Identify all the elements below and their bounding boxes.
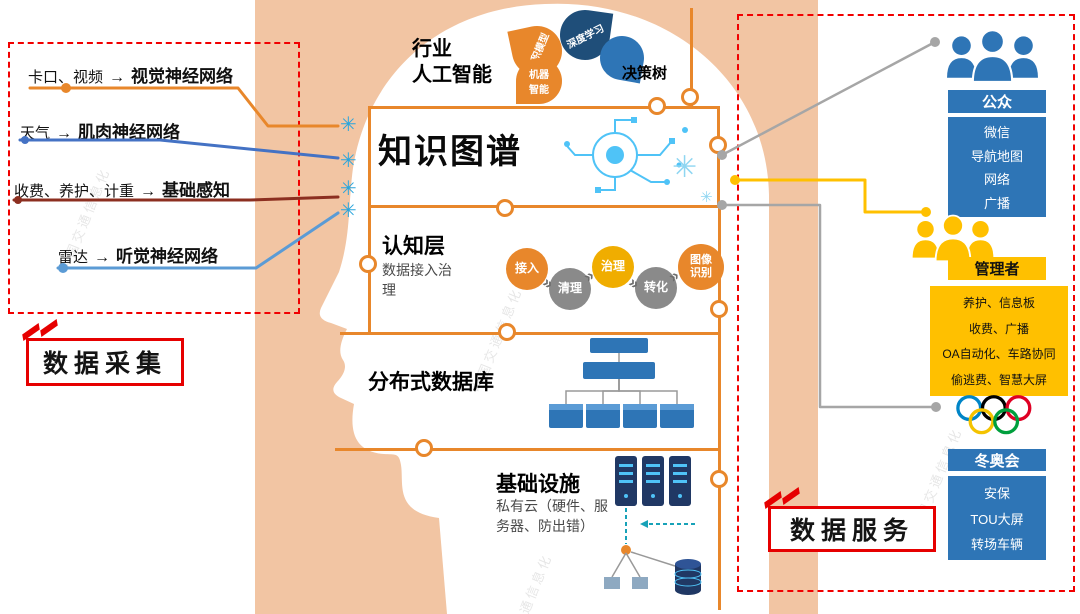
neuron-icon: ✳ bbox=[340, 114, 357, 136]
infrastructure-subtitle: 私有云（硬件、服务器、防出错） bbox=[496, 498, 608, 535]
public-title: 公众 bbox=[981, 94, 1012, 111]
public-item-list: 微信 导航地图 网络 广播 bbox=[948, 117, 1046, 217]
list-item: 养护、信息板 bbox=[962, 296, 1035, 311]
node-label: 清理 bbox=[557, 281, 582, 296]
cognitive-node-image-recognition: 图像识别 bbox=[678, 244, 724, 290]
cognitive-node-govern: 治理 bbox=[592, 246, 634, 288]
stamp-slash-icon bbox=[22, 323, 40, 341]
feed-source-label: 雷达 bbox=[58, 249, 89, 266]
puzzle-knob bbox=[710, 300, 728, 318]
data-collection-frame bbox=[8, 42, 300, 314]
puzzle-knob bbox=[710, 470, 728, 488]
arrow-icon: → bbox=[94, 249, 111, 266]
people-icon-blue bbox=[947, 29, 1038, 83]
list-item: 转场车辆 bbox=[970, 537, 1023, 553]
petal-label: 机器智能 bbox=[529, 70, 549, 96]
puzzle-knob bbox=[498, 323, 516, 341]
list-item: 微信 bbox=[983, 124, 1010, 140]
database-diagram bbox=[549, 338, 694, 428]
public-group-header: 公众 bbox=[948, 90, 1046, 113]
list-item: 广播 bbox=[983, 196, 1010, 212]
puzzle-line bbox=[718, 208, 721, 610]
neuron-icon: ✳ bbox=[672, 151, 698, 184]
puzzle-knob bbox=[359, 255, 377, 273]
puzzle-line bbox=[690, 8, 693, 106]
list-item: OA自动化、车路协同 bbox=[942, 347, 1056, 362]
node-label: 治理 bbox=[600, 259, 625, 274]
feed-source-label: 卡口、视频 bbox=[28, 69, 104, 86]
data-collection-stamp: 数据采集 bbox=[22, 319, 184, 386]
infrastructure-title: 基础设施 bbox=[496, 473, 580, 496]
circuit-graphic bbox=[564, 117, 688, 193]
feed-row-toll: 收费、养护、计重 → 基础感知 bbox=[14, 176, 230, 201]
arrow-icon: → bbox=[56, 125, 73, 142]
puzzle-line bbox=[340, 332, 720, 335]
arrow-icon: → bbox=[140, 183, 157, 200]
managers-group-header: 管理者 bbox=[948, 257, 1046, 280]
node-label: 图像识别 bbox=[690, 254, 712, 279]
knowledge-graph-title: 知识图谱 bbox=[378, 133, 522, 171]
neuron-icon: ✳ bbox=[700, 189, 713, 206]
neuron-icon: ✳ bbox=[340, 150, 357, 172]
ai-title-line1: 行业 bbox=[412, 38, 452, 60]
cognitive-layer-title: 认知层 bbox=[382, 235, 445, 258]
data-service-stamp: 数据服务 bbox=[764, 487, 936, 552]
feed-target-label: 听觉神经网络 bbox=[116, 247, 219, 266]
list-item: 网络 bbox=[983, 172, 1010, 188]
data-collection-label: 数据采集 bbox=[42, 351, 167, 378]
puzzle-knob bbox=[415, 439, 433, 457]
feed-target-label: 肌肉神经网络 bbox=[78, 123, 181, 142]
list-item: 收费、广播 bbox=[968, 321, 1029, 336]
managers-title: 管理者 bbox=[974, 261, 1020, 278]
feed-row-radar: 雷达 → 听觉神经网络 bbox=[58, 242, 218, 267]
feed-row-camera: 卡口、视频 → 视觉神经网络 bbox=[28, 62, 233, 87]
olympics-title: 冬奥会 bbox=[974, 452, 1020, 470]
stamp-slash-icon bbox=[40, 319, 58, 337]
data-service-label: 数据服务 bbox=[789, 518, 914, 545]
cognitive-node-clean: 清理 bbox=[549, 268, 591, 310]
puzzle-line bbox=[335, 448, 720, 451]
feed-source-label: 收费、养护、计重 bbox=[14, 183, 135, 200]
server-rack-icon bbox=[604, 456, 702, 595]
node-label: 接入 bbox=[514, 261, 539, 276]
neuron-icon: ✳ bbox=[340, 178, 357, 200]
managers-item-list: 养护、信息板 收费、广播 OA自动化、车路协同 偷逃费、智慧大屏 bbox=[930, 286, 1068, 396]
olympic-rings-icon bbox=[956, 395, 1032, 435]
feed-source-label: 天气 bbox=[20, 125, 51, 142]
database-section-title: 分布式数据库 bbox=[368, 371, 494, 394]
ai-petal-machine-intelligence: 机器智能 bbox=[516, 58, 562, 104]
ai-section-title: 行业 人工智能 bbox=[412, 36, 492, 88]
feed-row-weather: 天气 → 肌肉神经网络 bbox=[20, 118, 180, 143]
node-label: 转化 bbox=[643, 280, 668, 295]
list-item: TOU大屏 bbox=[970, 511, 1024, 527]
puzzle-knob bbox=[648, 97, 666, 115]
cognitive-node-transform: 转化 bbox=[635, 267, 677, 309]
list-item: 导航地图 bbox=[970, 148, 1023, 164]
olympics-item-list: 安保 TOU大屏 转场车辆 bbox=[948, 476, 1046, 560]
arrow-icon: → bbox=[109, 69, 126, 86]
list-item: 安保 bbox=[983, 485, 1010, 501]
feed-target-label: 基础感知 bbox=[162, 181, 231, 200]
database-cylinder-icon bbox=[674, 559, 702, 595]
decision-tree-label: 决策树 bbox=[622, 65, 668, 82]
petal-label: 深度学习 bbox=[565, 22, 607, 51]
olympics-group-header: 冬奥会 bbox=[948, 449, 1046, 471]
puzzle-knob bbox=[681, 88, 699, 106]
cognitive-layer-subtitle: 数据接入治理 bbox=[382, 262, 452, 299]
cognitive-node-access: 接入 bbox=[506, 248, 548, 290]
list-item: 偷逃费、智慧大屏 bbox=[950, 372, 1047, 387]
puzzle-knob bbox=[496, 199, 514, 217]
ai-title-line2: 人工智能 bbox=[412, 64, 492, 86]
neuron-icon: ✳ bbox=[340, 200, 357, 222]
feed-target-label: 视觉神经网络 bbox=[131, 67, 234, 86]
